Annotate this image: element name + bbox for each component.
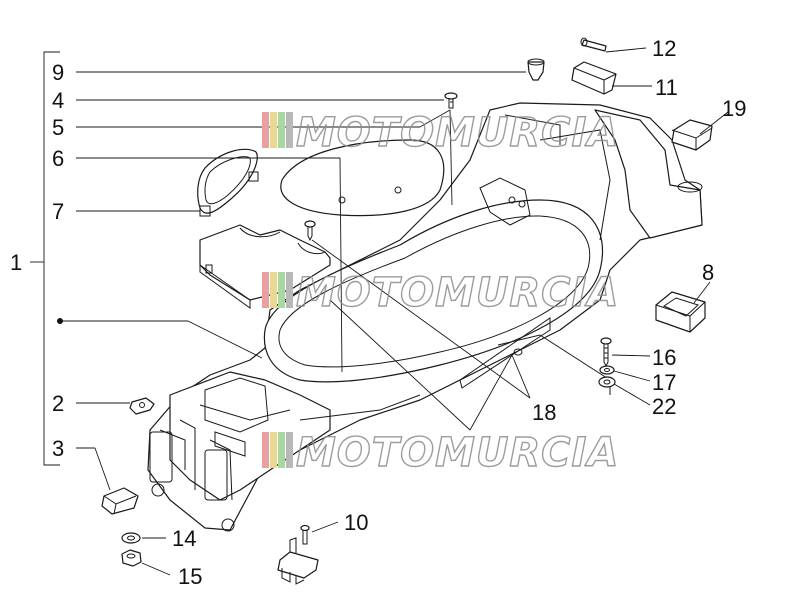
part-9-button <box>527 58 545 81</box>
cover-part-6 <box>280 139 445 217</box>
callout-16: 16 <box>652 345 676 370</box>
callout-labels: 1 2 3 4 5 6 7 9 10 11 12 14 15 16 17 18 … <box>10 36 746 589</box>
callout-1: 1 <box>10 250 22 275</box>
callout-7: 7 <box>52 199 64 224</box>
part-22-washer <box>598 376 616 388</box>
part-17-washer <box>599 365 615 375</box>
callout-19: 19 <box>722 96 746 121</box>
callout-6: 6 <box>52 146 64 171</box>
helmet-compartment-body <box>147 102 703 532</box>
callout-3: 3 <box>52 436 64 461</box>
watermark-2 <box>262 272 293 308</box>
callout-8: 8 <box>702 260 714 285</box>
callout-5: 5 <box>52 115 64 140</box>
callout-2: 2 <box>52 391 64 416</box>
watermark-text-3: MOTOMURCIA <box>296 430 619 476</box>
part-12-pin <box>580 37 607 52</box>
callout-14: 14 <box>172 526 196 551</box>
part-4-screw <box>444 92 458 109</box>
plate-part-7 <box>197 148 259 217</box>
part-11-block <box>571 61 617 95</box>
callout-4: 4 <box>52 88 64 113</box>
watermark-1 <box>262 112 293 148</box>
part-8-box <box>655 291 706 333</box>
part-16-screw <box>600 337 612 368</box>
tray <box>199 224 331 309</box>
part-3-clip <box>101 487 139 515</box>
part-18-screw <box>304 220 316 242</box>
callout-10: 10 <box>344 510 368 535</box>
part-19-clip <box>671 119 713 151</box>
assembly-bracket <box>30 51 60 466</box>
callout-9: 9 <box>52 60 64 85</box>
part-2-clip <box>129 397 155 415</box>
callout-18: 18 <box>532 400 556 425</box>
callout-15: 15 <box>178 564 202 589</box>
callout-22: 22 <box>652 394 676 419</box>
callout-11: 11 <box>655 75 678 100</box>
watermark-text-1: MOTOMURCIA <box>296 110 619 156</box>
part-10-bracket <box>277 524 319 585</box>
part-15-nut <box>121 549 142 567</box>
callout-12: 12 <box>652 36 676 61</box>
callout-17: 17 <box>652 370 676 395</box>
part-14-washer <box>121 532 141 544</box>
watermark-text-2: MOTOMURCIA <box>296 270 619 316</box>
watermark-3 <box>262 432 293 468</box>
